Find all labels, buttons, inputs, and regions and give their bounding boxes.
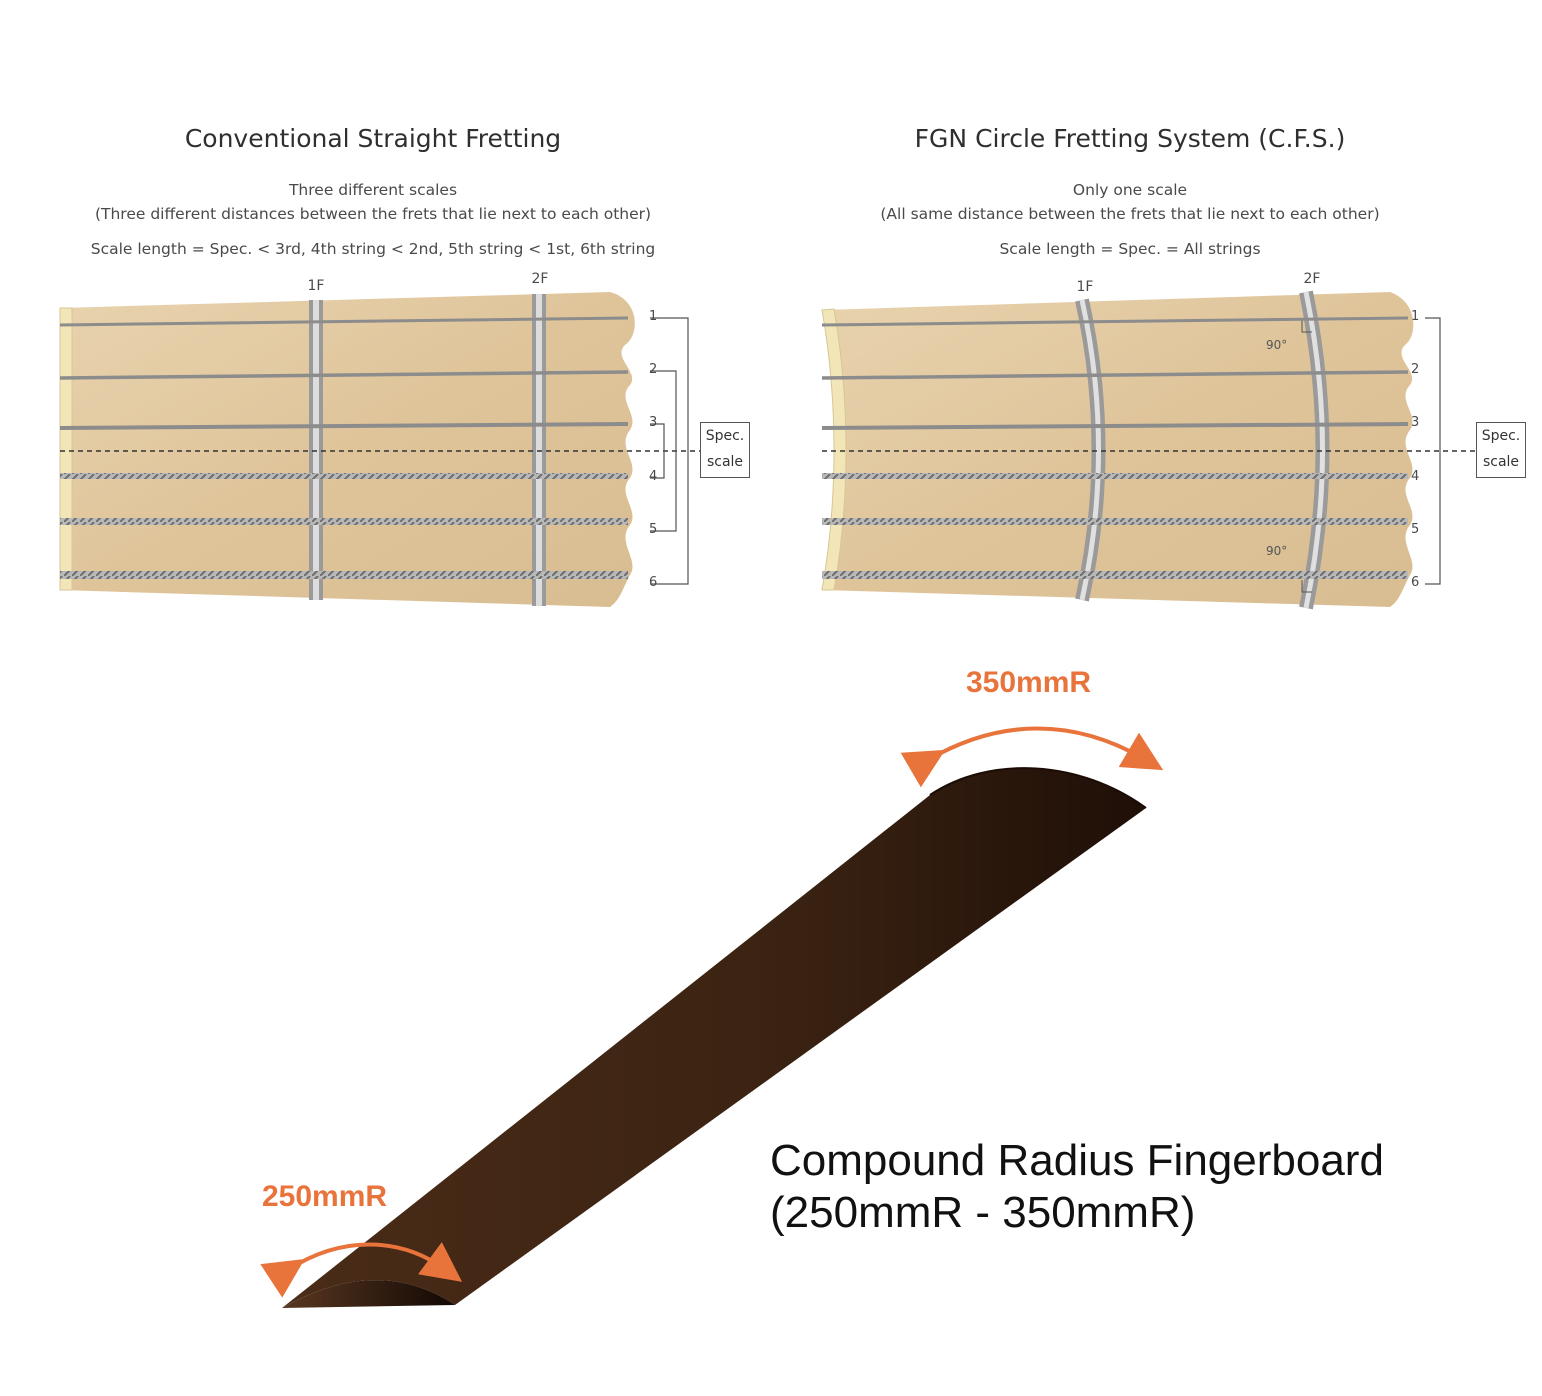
left-nut — [59, 307, 73, 591]
right-panel-scale-note: Scale length = Spec. = All strings — [999, 240, 1261, 258]
left-fretboard-wood — [60, 292, 635, 607]
right-fret-label-2: 2F — [1303, 271, 1321, 287]
left-panel-subtitle: Three different scales — [288, 181, 458, 199]
left-string-number-4: 4 — [649, 469, 658, 484]
fingerboard-body — [282, 768, 1146, 1308]
right-string-number-6: 6 — [1411, 575, 1420, 590]
left-string-3 — [59, 422, 629, 430]
right-string-6 — [822, 571, 1408, 579]
left-fretboard — [59, 292, 700, 607]
right-string-number-2: 2 — [1411, 362, 1420, 377]
left-scale-label: scale — [706, 454, 744, 470]
caption-line-2: (250mmR - 350mmR) — [770, 1188, 1196, 1237]
left-panel-title: Conventional Straight Fretting — [184, 124, 562, 153]
left-panel-scale-note: Scale length = Spec. < 3rd, 4th string <… — [90, 240, 656, 258]
left-spec-label: Spec. — [705, 428, 745, 444]
left-string-number-3: 3 — [649, 415, 658, 430]
left-string-1 — [59, 316, 629, 327]
top-radius-arrow — [900, 726, 1164, 788]
right-scale-label: scale — [1482, 454, 1520, 470]
right-fret-label-1: 1F — [1076, 279, 1094, 295]
left-string-number-5: 5 — [649, 522, 658, 537]
right-fretboard-wood — [822, 292, 1414, 607]
left-spec-scale-box: Spec. scale — [700, 422, 750, 478]
right-string-number-1: 1 — [1411, 309, 1420, 324]
right-string-number-3: 3 — [1411, 415, 1420, 430]
right-string-2 — [821, 370, 1409, 380]
left-string-4 — [60, 473, 628, 479]
fingerboard-caption: Compound Radius Fingerboard (250mmR - 35… — [770, 1135, 1384, 1239]
angle-label-bottom: 90° — [1266, 544, 1288, 558]
right-string-3 — [821, 422, 1409, 430]
right-spec-scale-box: Spec. scale — [1476, 422, 1526, 478]
left-string-2 — [59, 370, 629, 380]
bottom-radius-arrow — [260, 1242, 463, 1298]
left-string-number-1: 1 — [649, 309, 658, 324]
left-string-number-6: 6 — [649, 575, 658, 590]
right-panel-subtitle: Only one scale — [1072, 181, 1188, 199]
right-panel-title: FGN Circle Fretting System (C.F.S.) — [914, 124, 1346, 153]
right-fretboard — [821, 290, 1478, 610]
angle-label-top: 90° — [1266, 338, 1288, 352]
right-string-number-4: 4 — [1411, 469, 1420, 484]
radius-label-350: 350mmR — [966, 666, 1092, 699]
radius-label-250: 250mmR — [262, 1180, 388, 1213]
left-string-number-2: 2 — [649, 362, 658, 377]
left-panel-subtitle-detail: (Three different distances between the f… — [94, 205, 652, 223]
right-string-number-5: 5 — [1411, 522, 1420, 537]
left-fret-label-1: 1F — [307, 278, 325, 294]
left-string-6 — [60, 571, 628, 579]
right-string-1 — [821, 316, 1409, 327]
caption-line-1: Compound Radius Fingerboard — [770, 1136, 1384, 1185]
left-string-5 — [60, 518, 628, 525]
left-fret-label-2: 2F — [531, 271, 549, 287]
right-spec-label: Spec. — [1481, 428, 1521, 444]
right-string-5 — [822, 518, 1408, 525]
right-panel-subtitle-detail: (All same distance between the frets tha… — [880, 205, 1380, 223]
right-string-4 — [822, 473, 1408, 479]
